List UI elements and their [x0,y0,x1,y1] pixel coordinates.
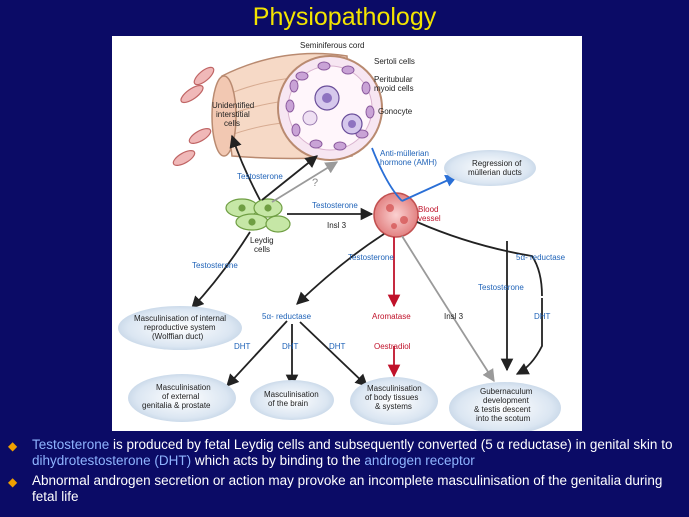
label-testosterone-c: Testosterone [192,261,238,270]
label-ext-2: of external [162,392,200,401]
label-dht-right: DHT [534,312,551,321]
label-ext-1: Masculinisation [156,383,211,392]
label-blood-1: Blood [418,205,438,214]
label-regression-2: müllerian ducts [468,168,522,177]
label-dht-1: DHT [234,342,251,351]
pathophysiology-diagram: Seminiferous cord Sertoli cells Peritubu… [118,41,566,431]
label-amh-2: hormone (AMH) [380,158,437,167]
bullet-1-part-3: α [496,437,505,452]
label-testosterone-a: Testosterone [237,172,283,181]
bullet-item-2: ◆ Abnormal androgen secretion or action … [8,473,683,505]
label-testosterone-b: Testosterone [312,201,358,210]
label-5a-reductase-mid: 5α- reductase [262,312,312,321]
label-dht-2: DHT [282,342,299,351]
label-regression-1: Regression of [472,159,522,168]
label-testosterone-e: Testosterone [478,283,524,292]
diagram-arrows [191,134,543,388]
label-peritubular-1: Peritubular [374,75,413,84]
label-gub-1: Gubernaculum [480,387,533,396]
bullet-1-part-4: reductase) in genital skin to [504,437,673,452]
label-5a-reductase-right: 5α- reductase [516,253,566,262]
seminiferous-cord-illustration [211,52,383,161]
bullet-list: ◆ Testosterone is produced by fetal Leyd… [8,437,683,509]
label-body-1: Masculinisation [367,384,422,393]
label-unidentified-1: Unidentified [212,101,254,110]
label-insl3-b: Insl 3 [444,312,464,321]
label-ext-3: genitalia & prostate [142,401,211,410]
label-gub-3: & testis descent [474,405,531,414]
label-question: ? [312,177,318,189]
label-unidentified-2: interstitial [216,110,250,119]
label-blood-2: vessel [418,214,441,223]
label-leydig-1: Leydig [250,236,274,245]
bullet-item-1: ◆ Testosterone is produced by fetal Leyd… [8,437,683,469]
slide-title: Physiopathology [252,3,437,31]
interstitial-cells-illustration [172,66,215,166]
label-internal-3: (Wolffian duct) [152,332,204,341]
label-unidentified-3: cells [224,119,240,128]
label-brain-2: of the brain [268,399,308,408]
label-seminiferous-cord: Seminiferous cord [300,41,364,50]
bullet-1-part-5: dihydrotestosterone (DHT) [32,453,192,468]
bullet-2-part-1: Abnormal androgen secretion or action ma… [32,473,663,504]
label-dht-3: DHT [329,342,346,351]
blood-vessel-illustration [373,192,419,238]
label-insl3-a: Insl 3 [327,221,347,230]
label-amh-1: Anti-müllerian [380,149,429,158]
bullet-1-part-2: is produced by fetal Leydig cells and su… [109,437,497,452]
label-peritubular-2: myoid cells [374,84,414,93]
label-brain-1: Masculinisation [264,390,319,399]
bullet-1-part-6: which acts by binding to the [191,453,365,468]
label-internal-1: Masculinisation of internal [134,314,226,323]
leydig-cells-illustration [225,198,291,233]
label-body-2: of body tissues [365,393,418,402]
label-sertoli-cells: Sertoli cells [374,57,415,66]
label-aromatase: Aromatase [372,312,411,321]
label-leydig-2: cells [254,245,270,254]
diagram-panel: Seminiferous cord Sertoli cells Peritubu… [112,36,582,431]
outcome-ovals [118,150,561,431]
label-body-3: & systems [375,402,412,411]
label-gonocyte: Gonocyte [378,107,413,116]
label-internal-2: reproductive system [144,323,216,332]
label-gub-4: into the scotum [476,414,531,423]
label-testosterone-d: Testosterone [348,253,394,262]
label-gub-2: development [483,396,530,405]
bullet-1-part-7: androgen receptor [364,453,475,468]
diamond-bullet-icon: ◆ [8,475,18,489]
diamond-bullet-icon: ◆ [8,439,18,453]
label-oestradiol: Oestradiol [374,342,411,351]
bullet-1-part-1: Testosterone [32,437,110,452]
